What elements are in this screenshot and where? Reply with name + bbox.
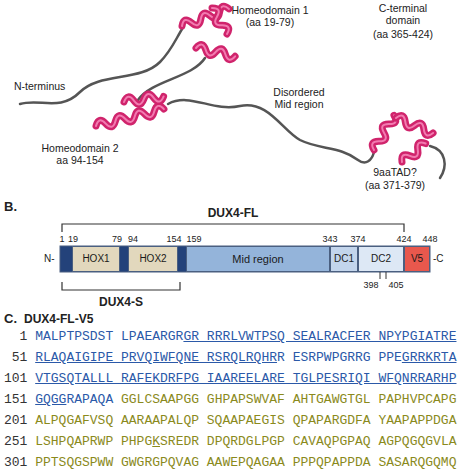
panel-letter: C. [4, 312, 17, 327]
helix [399, 140, 428, 166]
residue-number: 448 [422, 234, 437, 244]
domain-box: DC2 [358, 246, 404, 272]
sequence-title: DUX4-FL-V5 [24, 313, 93, 327]
residue-number: 343 [322, 234, 337, 244]
residue-number: 79 [112, 234, 122, 244]
sequence-segment: GR RRRLVWTPSQ SEALRACFER NPYPGIATRE [183, 329, 456, 344]
bracket [62, 282, 180, 290]
domain-box: DC1 [330, 246, 358, 272]
residue-number: 1 [59, 234, 64, 244]
sequence-segment: GQGG [35, 392, 66, 407]
terminus-label: N- [44, 253, 55, 265]
isoform-name: DUX4-S [99, 296, 143, 310]
line-number: 251 [4, 435, 27, 448]
line-number: 101 [4, 372, 27, 385]
residue-number: 405 [388, 280, 403, 290]
isoform-name: DUX4-FL [208, 207, 259, 221]
sequence-row: 201 ALPQGAFVSQ AARAAPALQP SQAAPAEGIS QPAP… [4, 414, 456, 427]
coil [168, 100, 374, 162]
residue-number: 94 [128, 234, 138, 244]
domain-name: Mid region [232, 254, 283, 265]
helix [95, 105, 165, 131]
sequence-segment: VTGSQTALLL RAFEKDRFPG IAAREELARE TGLPESR… [35, 371, 456, 386]
panel-letter: B. [4, 200, 17, 215]
terminus-label: -C [433, 253, 444, 265]
domain-name: DC2 [371, 254, 391, 264]
sequence-segment: K [152, 434, 160, 449]
domain-box: HOX2 [128, 246, 178, 272]
domain-box: HOX1 [72, 246, 120, 272]
structure-label: Homeodomain 2 aa 94-154 [40, 142, 120, 166]
structure-label: 9aaTAD? [360, 166, 430, 178]
sequence-row: 251 LSHPQAPRWP PHPGKSREDR DPQRDGLPGP CAVA… [4, 435, 456, 448]
structure-label: (aa 365-424) [366, 28, 440, 40]
structure-label: Homeodomain 1 (aa 19-79) [230, 4, 310, 28]
sequence-row: 1 MALPTPSDST LPAEARGRGR RRRLVWTPSQ SEALRA… [4, 330, 456, 343]
residue-number: 19 [68, 234, 78, 244]
sequence-segment: SREDR DPQRDGLPGP CAVAQPGPAQ AGPQGQGVLA [160, 434, 456, 449]
helix [394, 114, 434, 137]
domain-name: HOX1 [82, 254, 109, 264]
residue-number: 424 [396, 234, 411, 244]
tick-mark [386, 272, 387, 279]
sequence-segment: LSHPQAPRWP PHPG [35, 434, 152, 449]
sequence-segment: MALPTPSDST LPAEARGR [35, 329, 183, 344]
structure-label: N-terminus [14, 80, 65, 92]
sequence-row: 151 GQGGRAPAQA GGLCSAAPGG GHPAPSWVAF AHTGA… [4, 393, 456, 406]
domain-name: V5 [411, 254, 423, 264]
sequence-segment: RAPAQA [66, 392, 113, 407]
sequence-segment: GRRKRTA [402, 350, 457, 365]
protein-bar [60, 246, 430, 272]
domain-box: Mid region [186, 246, 330, 272]
line-number: 201 [4, 414, 27, 427]
sequence-segment: RLAQAIGIPE PRVQIWFQNE RSRQLRQHR [35, 350, 277, 365]
sequence-row: 51 RLAQAIGIPE PRVQIWFQNE RSRQLRQHRR ESRPW… [4, 351, 456, 364]
bracket [62, 224, 404, 232]
domain-name: DC1 [334, 254, 354, 264]
domain-name: HOX2 [139, 254, 166, 264]
domain-box: V5 [404, 246, 430, 272]
coil [430, 146, 445, 178]
line-number: 1 [4, 330, 27, 343]
residue-number: 159 [186, 234, 201, 244]
coil [20, 26, 184, 104]
line-number: 51 [4, 351, 27, 364]
helix [195, 44, 236, 61]
sequence-segment: PPTSQGSPWW GWGRGPQVAG AAWEPQAGAA PPPQPAP… [35, 455, 456, 470]
helix [123, 92, 164, 106]
sequence-segment: GGLCSAAPGG GHPAPSWVAF AHTGAWGTGL PAPHVPC… [121, 392, 456, 407]
helix [208, 6, 231, 36]
residue-number: 374 [350, 234, 365, 244]
structure-label: (aa 371-379) [356, 179, 434, 191]
sequence-segment: ALPQGAFVSQ AARAAPALQP SQAAPAEGIS QPAPARG… [35, 413, 456, 428]
sequence-row: 301 PPTSQGSPWW GWGRGPQVAG AAWEPQAGAA PPPQ… [4, 456, 456, 469]
structure-label: Disordered Mid region [268, 86, 330, 110]
tick-mark [380, 272, 381, 279]
line-number: 151 [4, 393, 27, 406]
sequence-row: 101 VTGSQTALLL RAFEKDRFPG IAAREELARE TGLP… [4, 372, 456, 385]
residue-number: 154 [166, 234, 181, 244]
structure-label: C-terminal domain [372, 2, 434, 26]
protein-coil [20, 26, 445, 178]
sequence-segment: R ESRPWPGRRG PPE [277, 350, 402, 365]
line-number: 301 [4, 456, 27, 469]
residue-number: 398 [363, 280, 378, 290]
